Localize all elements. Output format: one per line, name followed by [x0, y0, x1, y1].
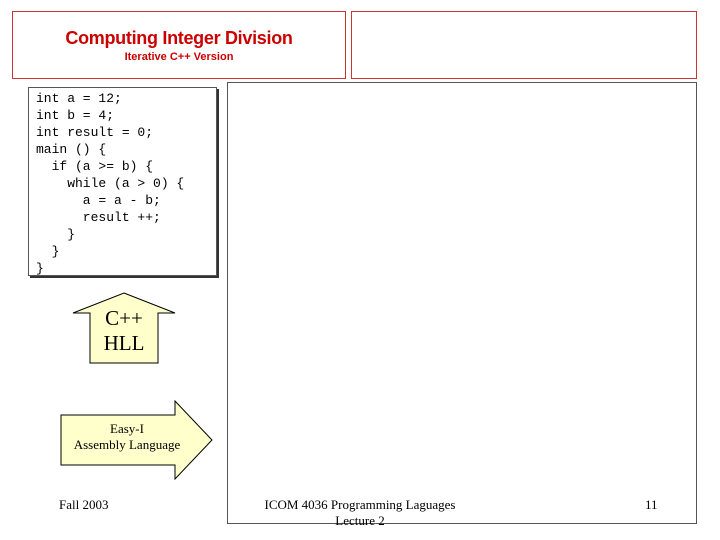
- code-line: }: [36, 261, 44, 276]
- code-box: int a = 12; int b = 4; int result = 0; main…: [28, 87, 217, 276]
- hll-label-line2: HLL: [103, 331, 145, 355]
- footer-date: Fall 2003: [59, 497, 109, 512]
- code-line: a = a - b;: [36, 193, 161, 208]
- assembly-label-line1: Easy-I: [110, 421, 144, 436]
- code-line: int b = 4;: [36, 108, 115, 123]
- hll-label-line1: C++: [105, 306, 143, 330]
- assembly-label-line2: Assembly Language: [73, 437, 181, 452]
- slide-title: Computing Integer Division: [65, 28, 293, 48]
- assembly-label: Easy-I Assembly Language: [60, 421, 194, 453]
- title-box: Computing Integer Division Iterative C++…: [12, 11, 346, 79]
- right-arrow-callout: [60, 400, 213, 480]
- right-top-panel: [351, 11, 697, 79]
- page-number: 11: [645, 497, 658, 512]
- code-line: while (a > 0) {: [36, 176, 185, 191]
- code-line: if (a >= b) {: [36, 159, 154, 174]
- hll-label: C++ HLL: [72, 306, 176, 356]
- code-line: main () {: [36, 142, 107, 157]
- slide-subtitle: Iterative C++ Version: [124, 51, 234, 63]
- code-listing: int a = 12; int b = 4; int result = 0; main…: [36, 90, 184, 277]
- footer-course: ICOM 4036 Programming Laguages Lecture 2: [245, 497, 475, 529]
- code-line: int result = 0;: [36, 125, 154, 140]
- footer-course-line1: ICOM 4036 Programming Laguages: [264, 497, 456, 512]
- code-line: }: [36, 244, 60, 259]
- up-arrow-callout: [72, 292, 176, 364]
- code-line: result ++;: [36, 210, 161, 225]
- code-line: }: [36, 227, 76, 242]
- right-main-panel: [227, 82, 697, 524]
- footer-course-line2: Lecture 2: [335, 513, 385, 528]
- code-line: int a = 12;: [36, 91, 122, 106]
